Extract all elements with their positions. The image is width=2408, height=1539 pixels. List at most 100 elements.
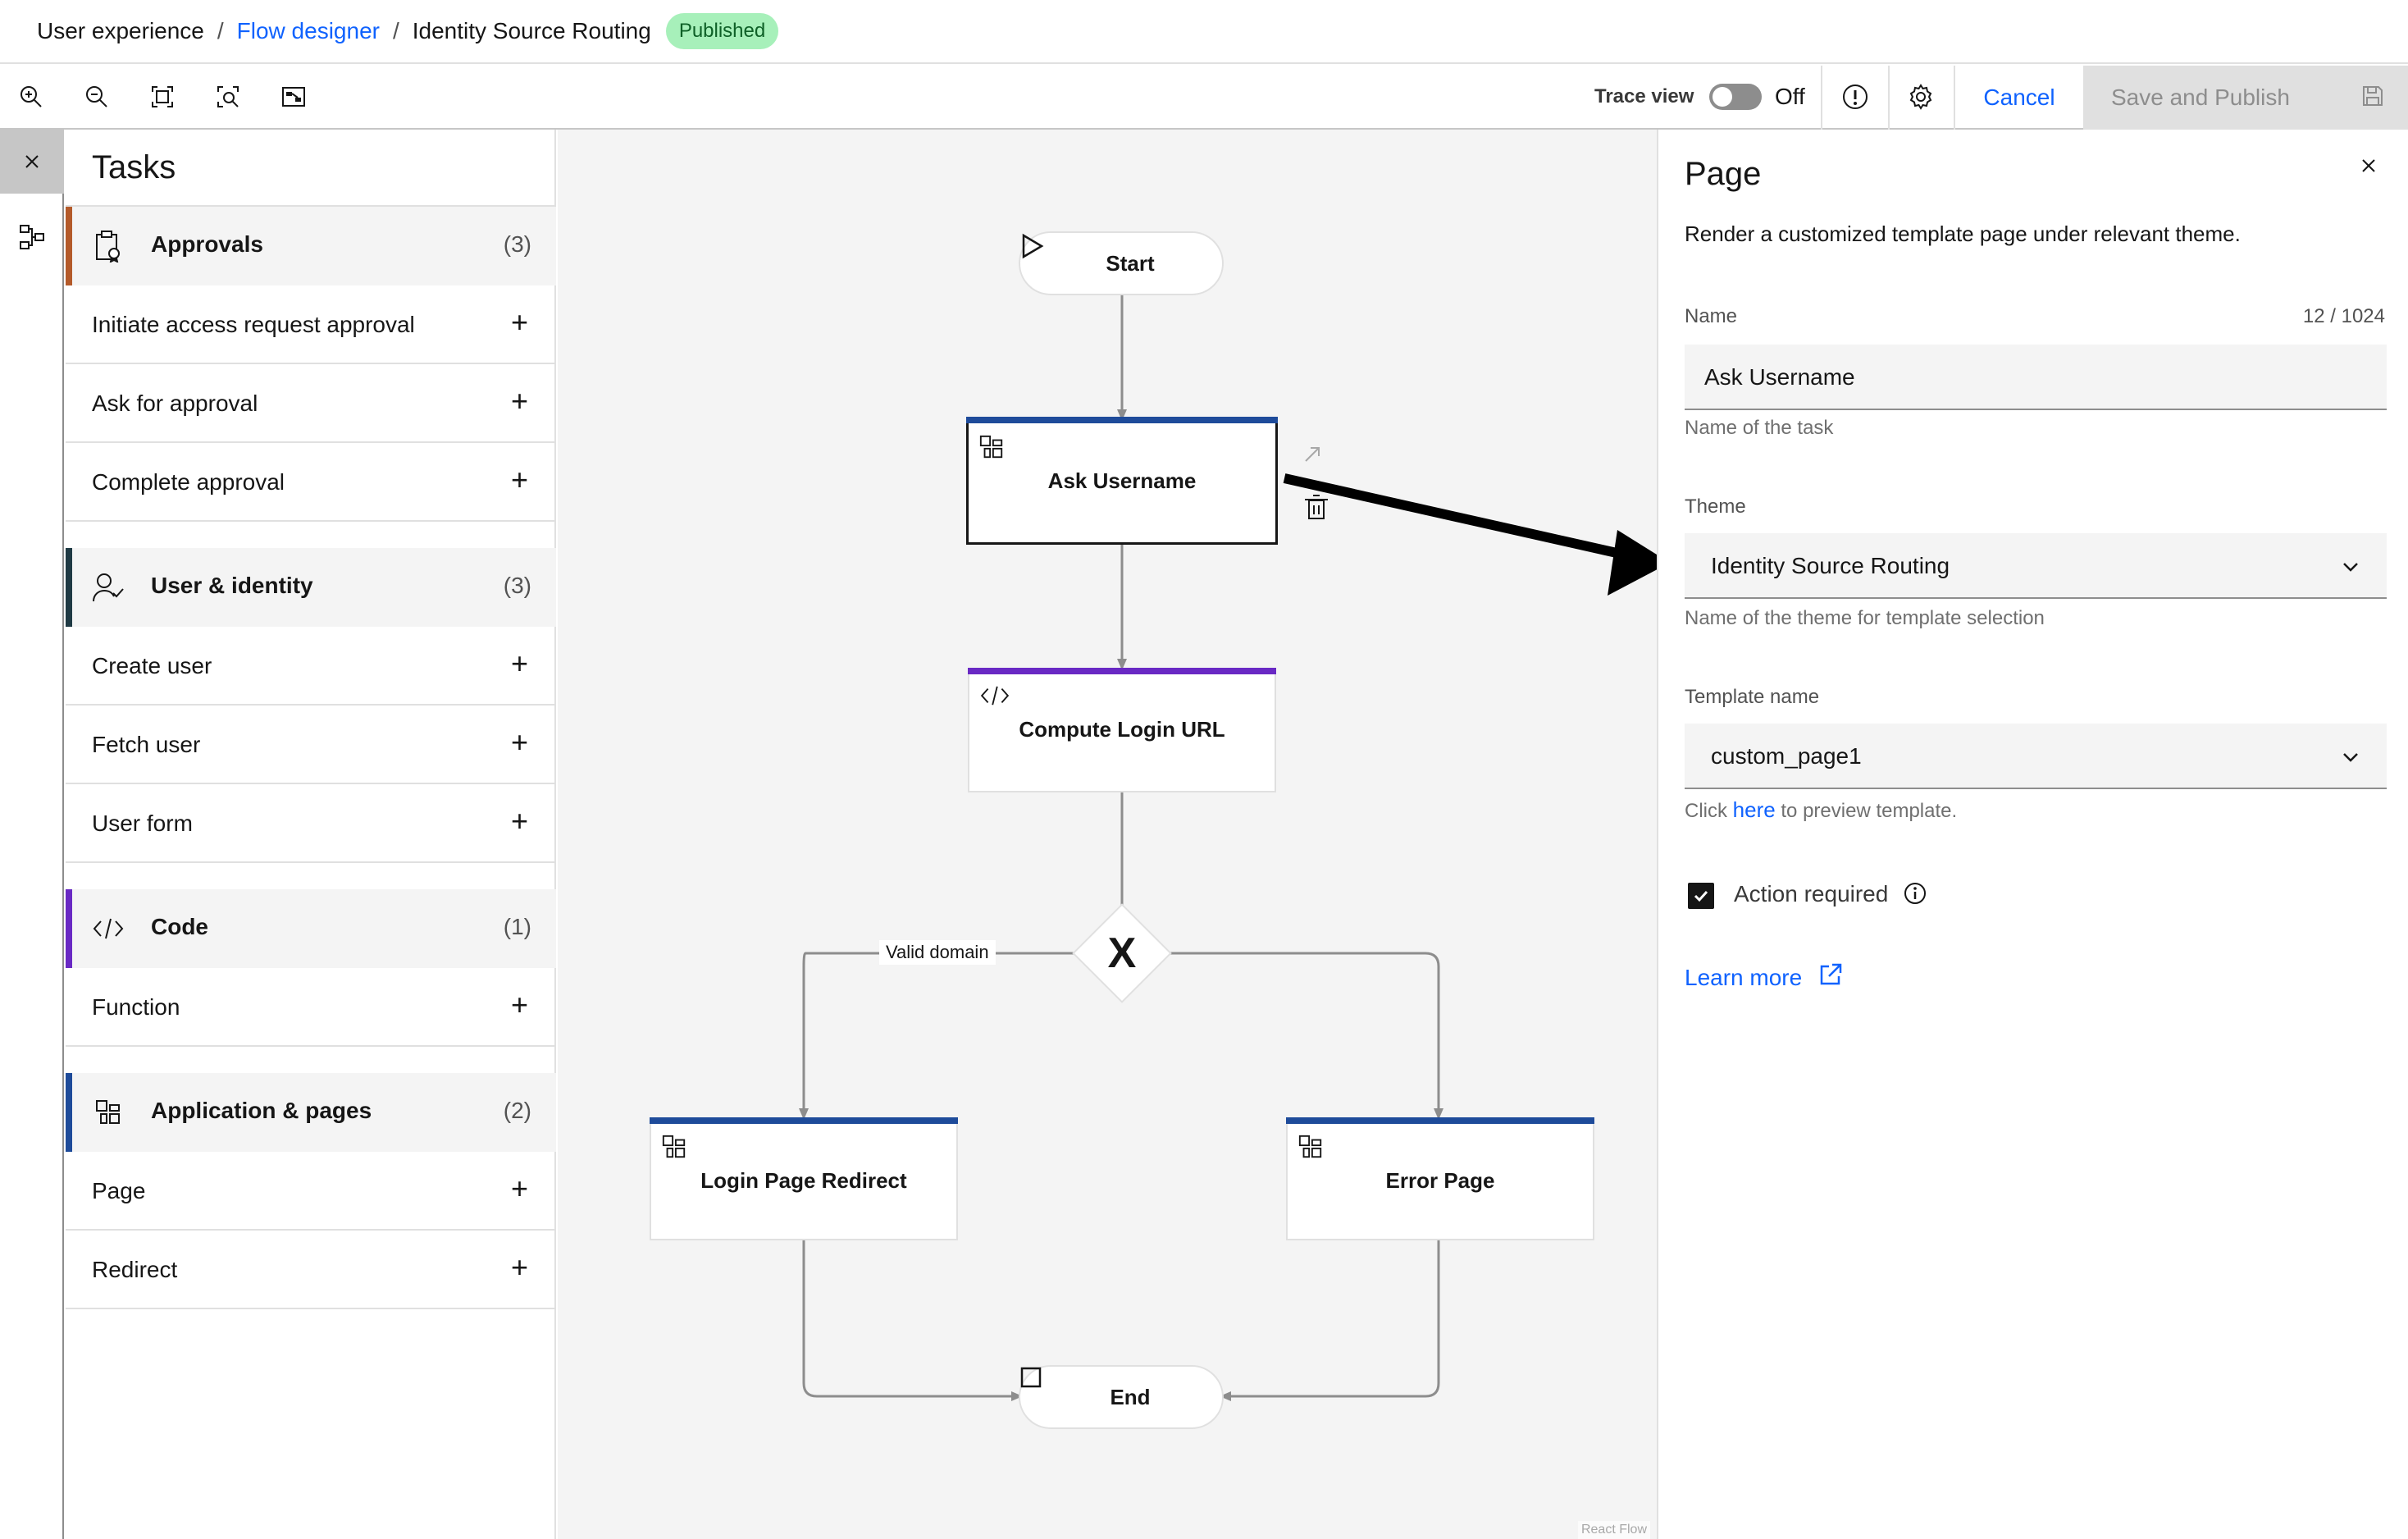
annotation-arrowhead [1608, 530, 1657, 596]
edge-gateway-error [1161, 952, 1443, 1120]
node-color-bar [966, 417, 1278, 423]
template-helper-post: to preview template. [1781, 800, 1958, 822]
preview-template-link[interactable]: here [1732, 797, 1776, 822]
zoom-out-icon[interactable] [79, 79, 115, 115]
external-link-icon[interactable] [1817, 961, 1844, 992]
app-pages-icon [90, 1094, 126, 1130]
add-icon[interactable]: + [510, 804, 528, 838]
properties-panel: Page Render a customized template page u… [1657, 130, 2408, 1539]
tasks-title: Tasks [92, 149, 176, 185]
fit-view-icon[interactable] [144, 79, 180, 115]
add-icon[interactable]: + [510, 988, 528, 1021]
node-color-bar [650, 1117, 958, 1124]
node-login-page-redirect[interactable]: Login Page Redirect [650, 1117, 958, 1240]
divider [66, 205, 556, 207]
add-icon[interactable]: + [510, 725, 528, 759]
learn-more-link[interactable]: Learn more [1685, 965, 1803, 990]
category-count: (1) [503, 914, 531, 939]
name-input[interactable]: Ask Username [1685, 345, 2387, 410]
chevron-down-icon [2341, 747, 2360, 773]
task-item-label: Function [92, 994, 180, 1020]
save-icon [2360, 84, 2385, 114]
task-item-label: Page [92, 1178, 146, 1203]
gear-icon[interactable] [1903, 79, 1939, 115]
breadcrumb-flow-designer[interactable]: Flow designer [236, 18, 380, 43]
task-item-label: Redirect [92, 1257, 178, 1282]
trash-icon[interactable] [1305, 495, 1328, 519]
react-flow-attribution[interactable]: React Flow [1577, 1521, 1650, 1539]
close-tasks-icon[interactable] [0, 130, 64, 194]
gateway-diamond[interactable] [1072, 903, 1172, 1003]
category-approvals[interactable]: Approvals (3) [66, 207, 556, 285]
start-node[interactable]: Start [1019, 231, 1224, 295]
action-required-checkbox[interactable] [1688, 883, 1714, 909]
task-item-label: Ask for approval [92, 390, 258, 416]
theme-helper-text: Name of the theme for template selection [1685, 607, 2045, 629]
zoom-in-icon[interactable] [13, 79, 49, 115]
edge-error-end [1220, 1240, 1440, 1401]
task-item[interactable]: Create user + [66, 627, 556, 706]
toolbar-divider [1954, 66, 1955, 130]
theme-label: Theme [1685, 495, 1746, 518]
task-item[interactable]: User form+ [66, 784, 556, 863]
category-application-pages[interactable]: Application & pages (2) [66, 1073, 556, 1152]
clipboard-approval-icon [90, 228, 126, 264]
chevron-down-icon [2341, 556, 2360, 582]
category-count: (3) [503, 573, 531, 598]
theme-select[interactable]: Identity Source Routing [1685, 533, 2387, 599]
category-code[interactable]: Code (1) [66, 889, 556, 968]
add-icon[interactable]: + [510, 384, 528, 418]
add-icon[interactable]: + [510, 646, 528, 680]
flow-tree-icon[interactable] [0, 212, 64, 261]
breadcrumb-separator: / [217, 18, 224, 43]
task-item[interactable]: Ask for approval + [66, 364, 556, 443]
close-icon[interactable] [2359, 156, 2378, 180]
toolbar-divider [1821, 66, 1822, 130]
category-label: Application & pages [151, 1098, 372, 1123]
task-item[interactable]: Page + [66, 1152, 556, 1231]
breadcrumb-root[interactable]: User experience [37, 18, 204, 43]
task-item-label: Create user [92, 653, 212, 678]
template-name-select[interactable]: custom_page1 [1685, 724, 2387, 789]
theme-select-value: Identity Source Routing [1711, 553, 1950, 578]
category-count: (3) [503, 231, 531, 257]
info-icon[interactable] [1903, 881, 1927, 910]
gateway-symbol: X [1107, 929, 1137, 977]
node-label: Ask Username [1047, 468, 1197, 493]
category-color-bar [66, 548, 72, 627]
task-item[interactable]: Fetch user+ [66, 706, 556, 784]
task-item[interactable]: Initiate access request approval+ [66, 285, 556, 364]
canvas-toolbar: Trace view Off Cancel Save and Publish [0, 66, 2408, 130]
panel-description: Render a customized template page under … [1685, 221, 2241, 246]
zoom-area-icon[interactable] [210, 79, 246, 115]
category-label: Code [151, 914, 208, 939]
edge-label-valid-domain: Valid domain [879, 940, 996, 965]
save-and-publish-button[interactable]: Save and Publish [2083, 66, 2408, 130]
add-icon[interactable]: + [510, 1250, 528, 1284]
category-color-bar [66, 207, 72, 285]
task-item[interactable]: Complete approval+ [66, 443, 556, 522]
category-color-bar [66, 1073, 72, 1152]
code-icon [90, 911, 126, 947]
add-icon[interactable]: + [510, 305, 528, 339]
panel-title: Page [1685, 156, 1762, 192]
trace-view-label: Trace view [1594, 85, 1694, 107]
node-compute-login-url[interactable]: Compute Login URL [968, 668, 1276, 792]
category-user-identity[interactable]: User & identity (3) [66, 548, 556, 627]
flow-edges [799, 295, 1657, 1401]
add-icon[interactable]: + [510, 463, 528, 496]
trace-view-toggle[interactable] [1709, 84, 1762, 110]
add-icon[interactable]: + [510, 1171, 528, 1205]
warning-icon[interactable] [1837, 79, 1873, 115]
minimap-icon[interactable] [276, 79, 312, 115]
name-helper-text: Name of the task [1685, 417, 1834, 439]
node-error-page[interactable]: Error Page [1286, 1117, 1594, 1240]
node-ask-username[interactable]: Ask Username [966, 417, 1278, 545]
toolbar-divider [1888, 66, 1890, 130]
task-item[interactable]: Redirect + [66, 1231, 556, 1309]
cancel-button[interactable]: Cancel [1983, 84, 2055, 110]
expand-icon[interactable] [1305, 447, 1320, 462]
task-item[interactable]: Function + [66, 968, 556, 1047]
flow-canvas[interactable]: Start Ask Username Compute Login URL X V… [558, 130, 1657, 1539]
end-node[interactable]: End [1019, 1365, 1224, 1429]
